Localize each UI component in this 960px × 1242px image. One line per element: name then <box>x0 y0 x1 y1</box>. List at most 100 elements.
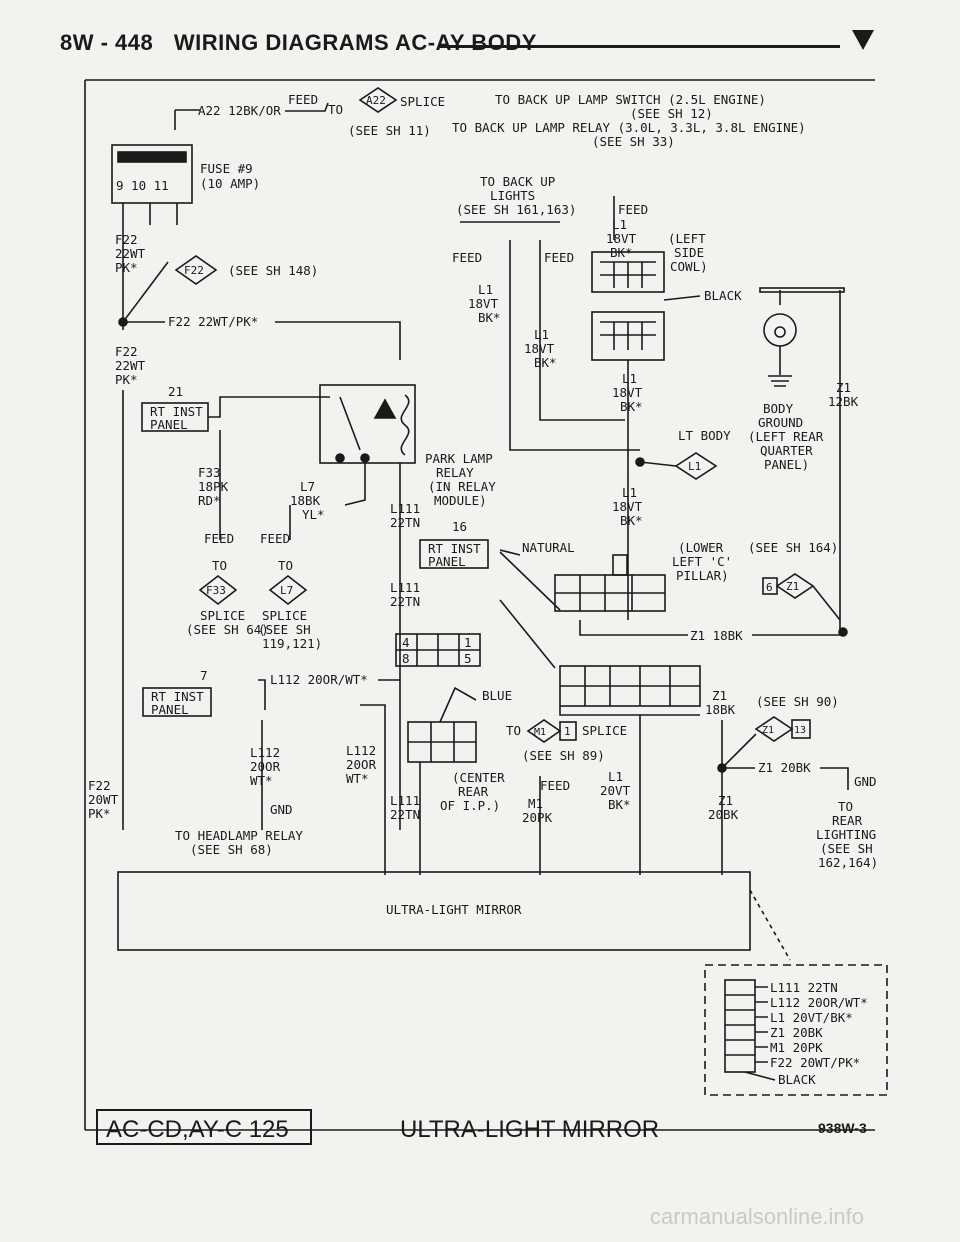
svg-text:PANEL: PANEL <box>150 417 188 432</box>
svg-text:18BK: 18BK <box>290 493 321 508</box>
park-lamp-relay <box>319 384 416 464</box>
ground-icon <box>768 346 792 387</box>
svg-text:Z1: Z1 <box>718 793 733 808</box>
splice-word: SPLICE <box>400 94 445 109</box>
feed-f33: FEED <box>204 531 234 546</box>
svg-text:PANEL: PANEL <box>428 554 466 569</box>
svg-text:L1: L1 <box>478 282 493 297</box>
svg-text:PK*: PK* <box>115 372 138 387</box>
coil-icon <box>400 394 410 456</box>
svg-text:20PK: 20PK <box>522 810 553 825</box>
svg-text:119,121): 119,121) <box>262 636 322 651</box>
svg-text:WT*: WT* <box>250 773 273 788</box>
svg-text:18VT: 18VT <box>606 231 637 246</box>
lt-body-label: LT BODY <box>678 428 731 443</box>
splice-a22-id: A22 <box>366 94 386 107</box>
svg-text:L7: L7 <box>280 584 293 597</box>
svg-text:LEFT 'C': LEFT 'C' <box>672 554 732 569</box>
svg-text:PK*: PK* <box>88 806 111 821</box>
fuse-amp: (10 AMP) <box>200 176 260 191</box>
svg-text:TO HEADLAMP RELAY: TO HEADLAMP RELAY <box>175 828 303 843</box>
svg-text:PANEL): PANEL) <box>764 457 809 472</box>
feed-label-top: FEED <box>288 92 318 107</box>
svg-text:12BK: 12BK <box>828 394 859 409</box>
natural-label: NATURAL <box>522 540 575 555</box>
svg-text:(LEFT: (LEFT <box>668 231 706 246</box>
f22-horizontal-wire: F22 22WT/PK* <box>168 314 258 329</box>
svg-text:REAR: REAR <box>458 784 489 799</box>
svg-text:RT INST: RT INST <box>151 689 204 704</box>
ultra-light-mirror-box <box>117 871 751 951</box>
l7-wire: L7 18BK YL* <box>290 479 325 522</box>
page-marker-icon <box>852 30 874 50</box>
svg-text:22WT: 22WT <box>115 358 146 373</box>
rear-lighting-label: TO REAR LIGHTING (SEE SH 162,164) <box>816 799 878 870</box>
l1-wire-f: L1 18VT BK* <box>612 485 643 528</box>
svg-text:BK*: BK* <box>478 310 501 325</box>
svg-text:L1: L1 <box>688 460 701 473</box>
header-rule <box>440 45 840 48</box>
svg-text:18PK: 18PK <box>198 479 229 494</box>
l1-wire-b: L1 18VT BK* <box>524 327 557 370</box>
svg-text:(SEE SH: (SEE SH <box>258 622 311 637</box>
svg-text:PANEL: PANEL <box>151 702 189 717</box>
l1-wire-c: L1 18VT BK* <box>606 217 637 260</box>
legend-black: BLACK <box>778 1072 816 1087</box>
svg-text:PARK LAMP: PARK LAMP <box>425 451 493 466</box>
body-ground-label: BODY GROUND (LEFT REAR QUARTER PANEL) <box>748 401 824 472</box>
splice-l7-diamond <box>268 574 308 606</box>
footer-code: AC-CD,AY-C 125 <box>106 1116 289 1143</box>
lamp-icon <box>763 313 797 347</box>
svg-text:L7: L7 <box>300 479 315 494</box>
to-label: TO <box>328 102 343 117</box>
svg-text:Z1: Z1 <box>712 688 727 703</box>
watermark: carmanualsonline.info <box>650 1204 865 1229</box>
svg-text:L112: L112 <box>250 745 280 760</box>
l112-wire-b: L112 20OR WT* <box>346 743 377 786</box>
svg-text:BK*: BK* <box>534 355 557 370</box>
svg-text:22TN: 22TN <box>390 807 420 822</box>
svg-text:L1: L1 <box>622 371 637 386</box>
fuse-name: FUSE #9 <box>200 161 253 176</box>
park-lamp-relay-label: PARK LAMP RELAY (IN RELAY MODULE) <box>425 451 496 508</box>
z1-18bk-wire: Z1 18BK <box>690 628 743 643</box>
fuse-pins: 9 10 11 <box>116 178 169 193</box>
svg-text:Z1 20BK: Z1 20BK <box>770 1025 823 1040</box>
svg-text:1: 1 <box>564 725 571 738</box>
feed-l7: FEED <box>260 531 290 546</box>
svg-text:20VT: 20VT <box>600 783 631 798</box>
f22-wire-c: F22 20WT PK* <box>88 778 119 821</box>
svg-text:8: 8 <box>402 651 410 666</box>
svg-text:RT INST: RT INST <box>428 541 481 556</box>
svg-text:F22: F22 <box>115 232 138 247</box>
see-sh-164: (SEE SH 164) <box>748 540 838 555</box>
gnd-a: GND <box>270 802 293 817</box>
svg-text:RT INST: RT INST <box>150 404 203 419</box>
svg-text:18VT: 18VT <box>612 385 643 400</box>
to-f33: TO <box>212 558 227 573</box>
svg-text:YL*: YL* <box>302 507 325 522</box>
splice-f33-diamond <box>198 574 238 606</box>
svg-text:18BK: 18BK <box>705 702 736 717</box>
splice-f22-id: F22 <box>184 264 204 277</box>
diagram-frame <box>84 79 875 1131</box>
svg-text:22WT: 22WT <box>115 246 146 261</box>
connector-latch-icon <box>612 554 628 576</box>
page-title: WIRING DIAGRAMS AC-AY BODY <box>173 30 537 55</box>
svg-text:(SEE SH 89): (SEE SH 89) <box>522 748 605 763</box>
pin-16: 16 <box>452 519 467 534</box>
see-sh-11: (SEE SH 11) <box>348 123 431 138</box>
svg-text:L1: L1 <box>612 217 627 232</box>
svg-text:L1: L1 <box>608 769 623 784</box>
backup-switch-line1: TO BACK UP LAMP SWITCH (2.5L ENGINE) <box>495 92 766 107</box>
svg-text:L112 20OR/WT*: L112 20OR/WT* <box>770 995 868 1010</box>
rt-inst-panel-2 <box>419 539 489 569</box>
l1-wire-a: L1 18VT BK* <box>468 282 501 325</box>
page-number: 8W - 448 <box>60 30 154 55</box>
legend-rows: L111 22TN L112 20OR/WT* L1 20VT/BK* Z1 2… <box>770 980 868 1070</box>
footer-page-code: 938W-3 <box>818 1120 867 1136</box>
pin-7: 7 <box>200 668 208 683</box>
svg-text:L111: L111 <box>390 793 420 808</box>
black-label-1: BLACK <box>704 288 742 303</box>
